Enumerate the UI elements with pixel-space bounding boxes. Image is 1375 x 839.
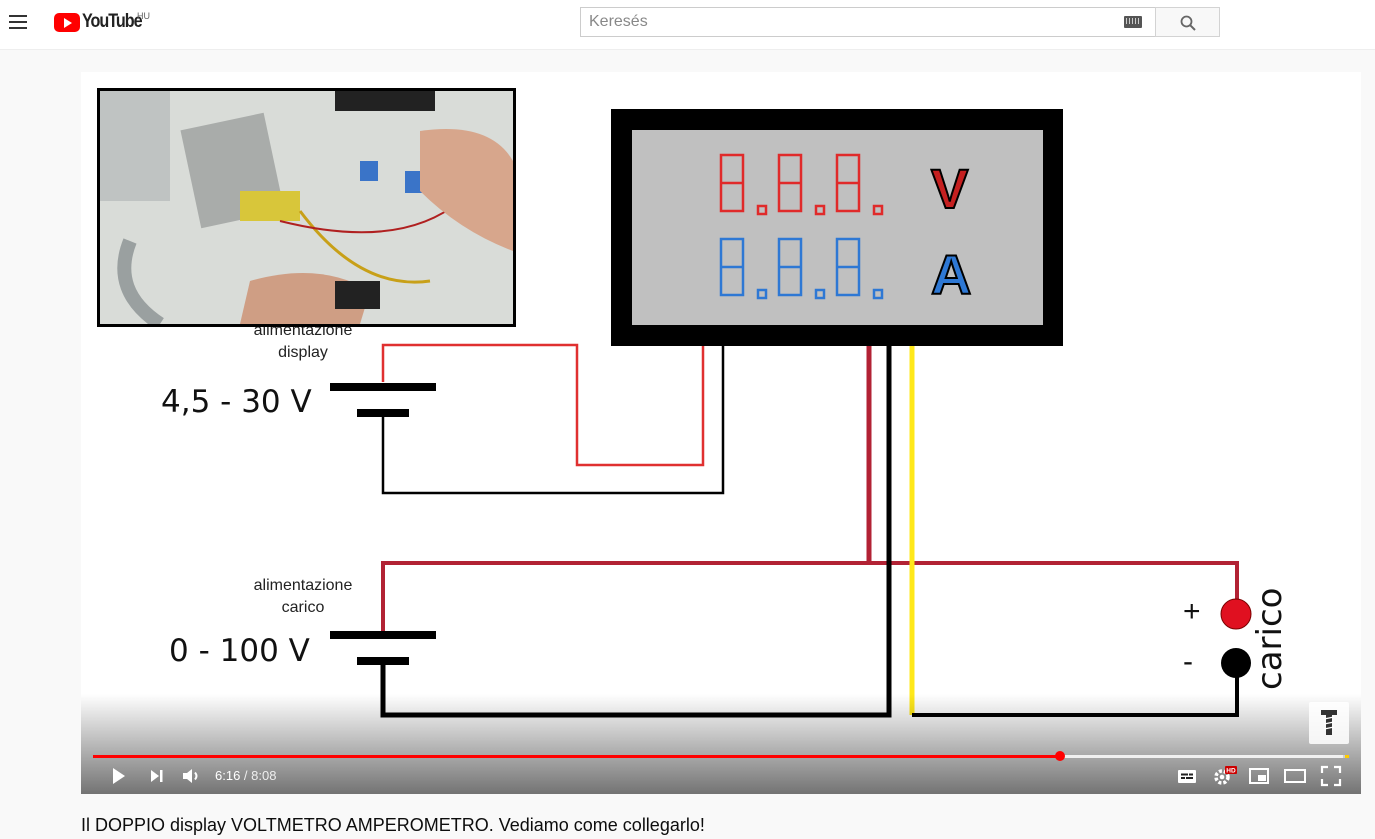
- red-wire-main: [381, 561, 1239, 632]
- current-time: 6:16: [215, 768, 241, 783]
- video-title: Il DOPPIO display VOLTMETRO AMPEROMETRO.…: [81, 815, 705, 835]
- video-player[interactable]: V A + - carico alimentazione display 4,5…: [81, 72, 1361, 794]
- duration: 8:08: [251, 768, 277, 783]
- hamburger-menu-icon[interactable]: [8, 11, 32, 35]
- inset-photo-image: [100, 91, 513, 324]
- display-supply-label-2: display: [278, 344, 328, 361]
- time-separator: /: [240, 768, 252, 783]
- settings-hd-icon[interactable]: HD: [1211, 764, 1237, 788]
- logo-text: YouTube: [82, 11, 143, 32]
- keyboard-icon[interactable]: [1124, 16, 1142, 28]
- hd-badge: HD: [1226, 768, 1236, 775]
- negative-terminal: [1221, 648, 1251, 678]
- fullscreen-icon[interactable]: [1319, 764, 1343, 788]
- scrubber-handle[interactable]: [1055, 751, 1066, 761]
- volt-unit: V: [931, 157, 968, 220]
- next-icon[interactable]: [145, 764, 169, 788]
- positive-terminal: [1220, 598, 1252, 630]
- theater-mode-icon[interactable]: [1283, 764, 1307, 788]
- inset-photo: [97, 88, 516, 327]
- load-supply-label-1: alimentazione: [254, 577, 353, 594]
- red-wire-display: [381, 343, 705, 467]
- subtitles-icon[interactable]: [1175, 764, 1199, 788]
- time-display: 6:16 / 8:08: [215, 768, 276, 783]
- progress-end-marker: [1345, 755, 1349, 758]
- minus-sign: -: [1183, 645, 1193, 678]
- channel-watermark[interactable]: [1309, 702, 1349, 744]
- amp-unit: A: [931, 243, 971, 306]
- youtube-play-logo-icon: [54, 12, 80, 32]
- load-supply-label-2: carico: [282, 599, 325, 616]
- black-wire-load: [380, 346, 892, 718]
- wiring-diagram: V A + - carico alimentazione display 4,5…: [161, 109, 1290, 718]
- display-supply-voltage: 4,5 - 30 V: [161, 384, 312, 420]
- search-box: [580, 7, 1220, 37]
- search-icon: [1180, 15, 1196, 31]
- masthead: YouTube HU: [0, 0, 1375, 50]
- progress-played: [93, 755, 1061, 758]
- search-button[interactable]: [1155, 7, 1220, 37]
- volt-digits: [719, 153, 884, 216]
- amp-digits: [719, 237, 884, 300]
- volume-icon[interactable]: [179, 764, 203, 788]
- load-supply-voltage: 0 - 100 V: [169, 633, 310, 669]
- progress-bar[interactable]: [93, 751, 1349, 761]
- youtube-logo[interactable]: YouTube: [54, 11, 152, 32]
- plus-sign: +: [1183, 595, 1201, 628]
- load-label: carico: [1250, 588, 1290, 690]
- black-wire-display: [381, 346, 725, 495]
- country-code: HU: [137, 11, 150, 21]
- channel-logo-icon: [1321, 710, 1337, 735]
- miniplayer-icon[interactable]: [1247, 764, 1271, 788]
- controls-gradient: [81, 694, 1361, 794]
- search-input[interactable]: [580, 7, 1156, 37]
- play-icon[interactable]: [107, 764, 131, 788]
